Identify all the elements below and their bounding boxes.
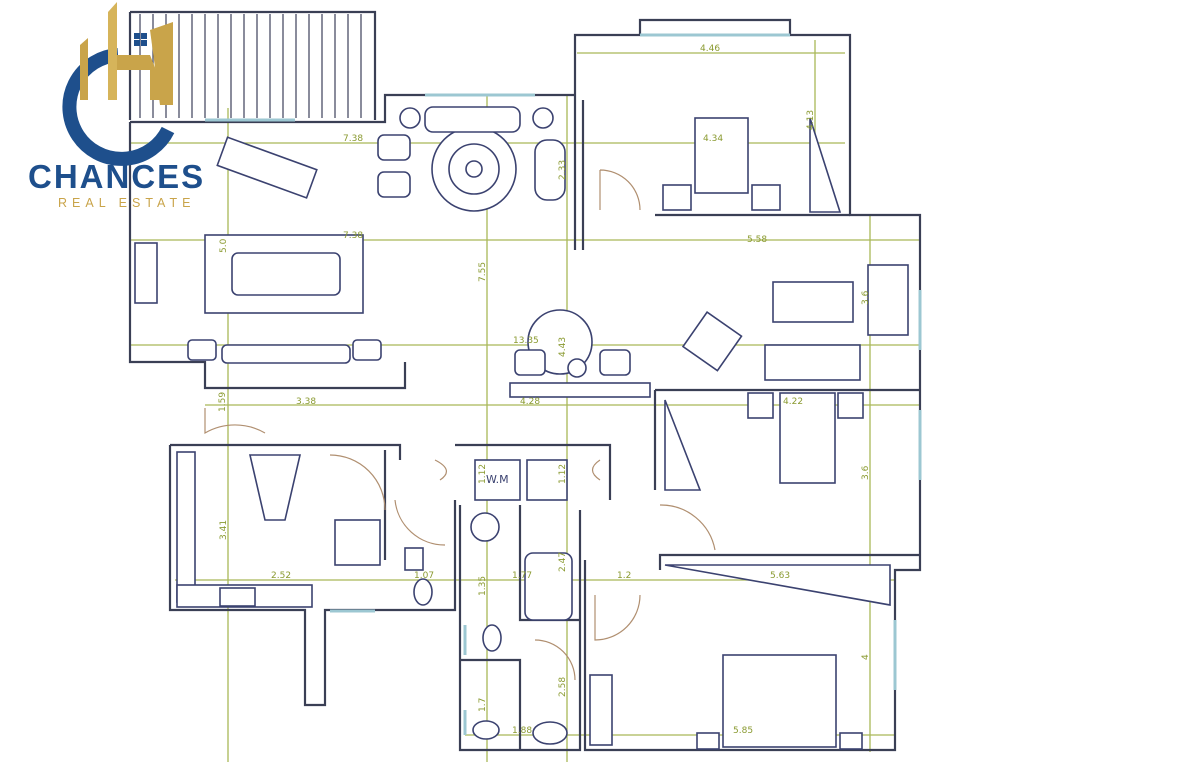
dim-label: 4.43 bbox=[558, 337, 568, 357]
dim-label: 1.35 bbox=[478, 576, 488, 596]
dim-label: 4.22 bbox=[783, 397, 803, 407]
dim-label: 1.12 bbox=[558, 464, 568, 484]
walls bbox=[128, 10, 922, 752]
dim-label: 5.0 bbox=[219, 238, 229, 253]
dim-label: 1.7 bbox=[478, 698, 488, 712]
furniture bbox=[134, 106, 909, 750]
dim-label: 2.58 bbox=[558, 677, 568, 697]
dim-label: 4.46 bbox=[700, 44, 720, 54]
dim-label: 7.38 bbox=[343, 134, 363, 144]
dim-label: 3.6 bbox=[861, 465, 871, 480]
dim-label: 4.34 bbox=[703, 134, 723, 144]
logo-c-arc bbox=[62, 48, 175, 166]
dim-label: 4.13 bbox=[806, 110, 816, 130]
dim-label: 3.41 bbox=[219, 520, 229, 540]
chances-logo: CHANCES REAL ESTATE bbox=[28, 2, 205, 210]
dim-label: 1.59 bbox=[218, 392, 228, 412]
dim-label: 2.52 bbox=[271, 571, 291, 581]
dim-label: 2.33 bbox=[558, 160, 568, 180]
dim-label: 3.6 bbox=[861, 290, 871, 305]
dim-label: 7.55 bbox=[478, 262, 488, 282]
logo-tagline: REAL ESTATE bbox=[58, 196, 195, 210]
dim-label: 13.35 bbox=[513, 336, 539, 346]
dim-label: 1.12 bbox=[478, 464, 488, 484]
dim-label: 5.63 bbox=[770, 571, 790, 581]
dim-label: 7.38 bbox=[343, 231, 363, 241]
dim-label: 4 bbox=[861, 654, 871, 660]
washing-machine-label: W.M bbox=[486, 473, 509, 486]
dim-label: 4.28 bbox=[520, 397, 540, 407]
dim-label: 3.38 bbox=[296, 397, 316, 407]
dimension-labels: 4.46 4.34 4.13 7.38 7.38 5.0 2.33 7.55 5… bbox=[218, 44, 871, 736]
dim-label: 5.85 bbox=[733, 726, 753, 736]
dim-label: 1.07 bbox=[414, 571, 434, 581]
dim-label: 5.58 bbox=[747, 235, 767, 245]
logo-name: CHANCES bbox=[28, 158, 205, 195]
doors bbox=[204, 169, 716, 681]
dim-label: 2.47 bbox=[558, 552, 568, 572]
dim-label: 1.77 bbox=[512, 571, 532, 581]
balcony-slats bbox=[139, 14, 362, 118]
dim-label: 1.88 bbox=[512, 726, 532, 736]
dim-label: 1.2 bbox=[617, 571, 631, 581]
